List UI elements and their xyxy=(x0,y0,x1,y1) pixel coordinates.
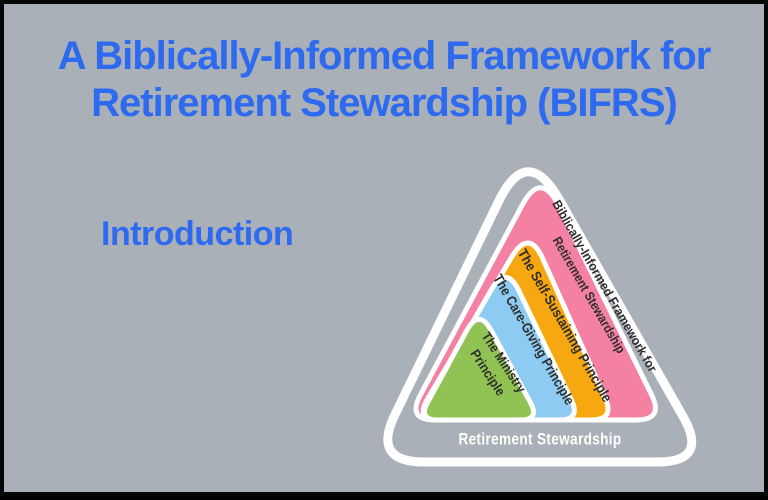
bifrs-triangle-diagram: Biblically-Informed Framework for Retire… xyxy=(383,167,697,467)
page-title: A Biblically-Informed Framework for Reti… xyxy=(4,33,764,127)
page-title-line2: Retirement Stewardship (BIFRS) xyxy=(91,81,678,125)
label-retirement-stewardship: Retirement Stewardship xyxy=(459,429,622,448)
triangle-ministry xyxy=(422,316,536,423)
outer-triangle-outline xyxy=(383,167,697,467)
section-heading: Introduction xyxy=(101,215,294,253)
page-title-line1: A Biblically-Informed Framework for xyxy=(57,34,712,78)
